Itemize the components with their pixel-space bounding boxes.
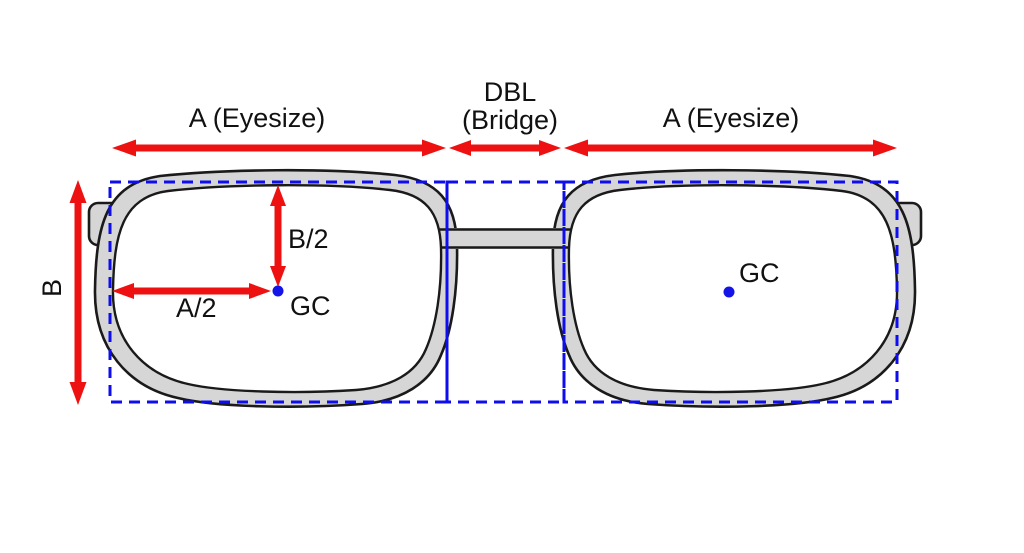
- gc-dot-right: [723, 286, 735, 298]
- boxing-box-right-lens: [562, 180, 899, 404]
- label-dbl-line2: (Bridge): [461, 105, 559, 135]
- arrow-dbl-bridge: [449, 140, 561, 156]
- arrow-a-eyesize-left: [112, 139, 446, 157]
- gc-dot-left: [272, 285, 284, 297]
- arrow-a-half: [112, 283, 271, 299]
- arrow-b-half: [270, 185, 286, 287]
- label-dbl-bridge: DBL (Bridge): [462, 78, 558, 134]
- boxing-rectangles: [108, 180, 899, 404]
- dimension-arrows: [69, 139, 897, 405]
- bridge-bar: [437, 228, 573, 249]
- arrow-b-height: [69, 180, 87, 405]
- label-gc-left: GC: [290, 291, 331, 321]
- boxing-box-left-lens: [108, 180, 449, 404]
- arrow-a-eyesize-right: [564, 139, 897, 157]
- label-b-half: B/2: [288, 224, 329, 254]
- label-gc-right: GC: [739, 258, 780, 288]
- label-a-eyesize-right: A (Eyesize): [662, 103, 800, 133]
- boxing-box-bridge: [445, 180, 566, 404]
- label-b-height: B: [37, 278, 67, 298]
- label-a-eyesize-left: A (Eyesize): [188, 103, 326, 133]
- label-dbl-line1: DBL: [483, 77, 537, 107]
- label-a-half: A/2: [176, 293, 217, 323]
